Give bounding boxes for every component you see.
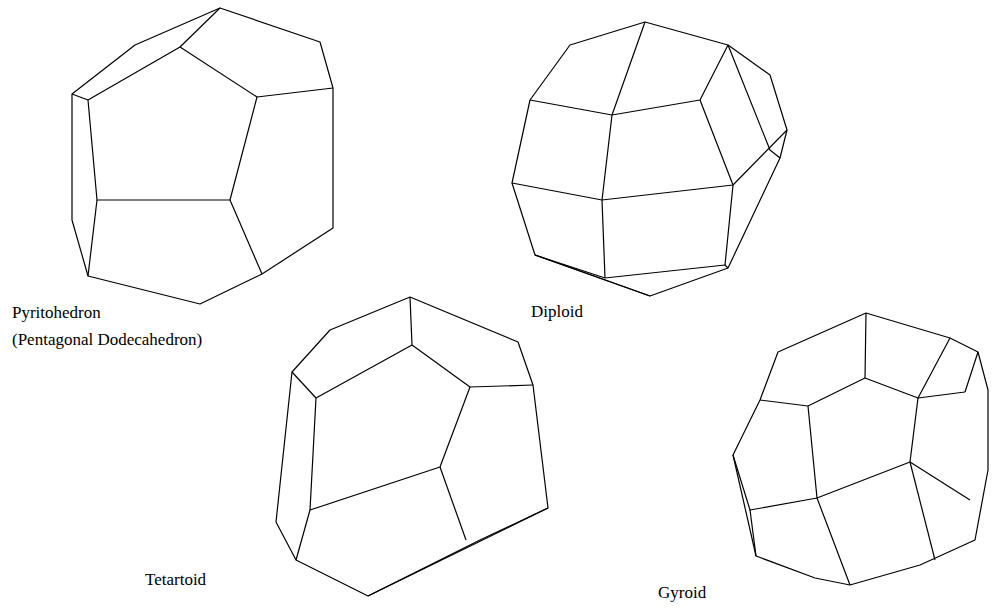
form-name: Gyroid <box>658 583 706 603</box>
form-name: Tetartoid <box>145 570 206 590</box>
gyroid-figure <box>733 313 988 585</box>
form-alt-name: (Pentagonal Dodecahedron) <box>12 330 202 350</box>
diploid-figure <box>512 22 787 296</box>
form-name: Diploid <box>531 302 583 322</box>
pyritohedron-figure <box>72 8 333 304</box>
tetartoid-figure <box>276 297 548 596</box>
form-name: Pyritohedron <box>12 303 101 323</box>
